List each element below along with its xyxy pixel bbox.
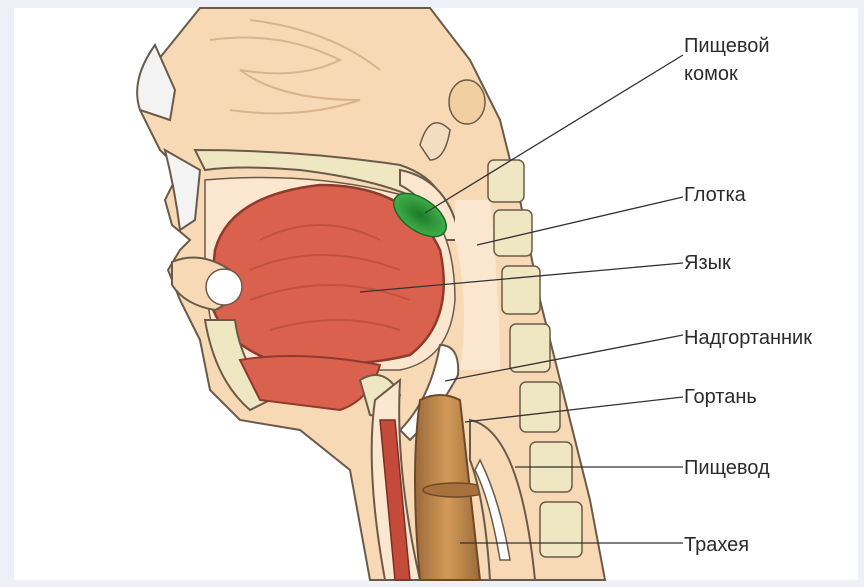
lip-inner [206,269,242,305]
label-food-bolus-line2: комок [684,60,770,88]
label-larynx: Гортань [684,385,757,409]
label-pharynx: Глотка [684,183,746,207]
vertebra [520,382,560,432]
vertebra [488,160,524,202]
vertebra [540,502,582,557]
label-trachea: Трахея [684,533,749,557]
label-food-bolus-line1: Пищевой [684,32,770,60]
adenoid [449,80,485,124]
label-epiglottis: Надгортанник [684,326,812,350]
label-food-bolus: Пищевой комок [684,32,770,88]
label-esophagus: Пищевод [684,456,770,480]
vertebra [502,266,540,314]
label-tongue: Язык [684,251,731,275]
